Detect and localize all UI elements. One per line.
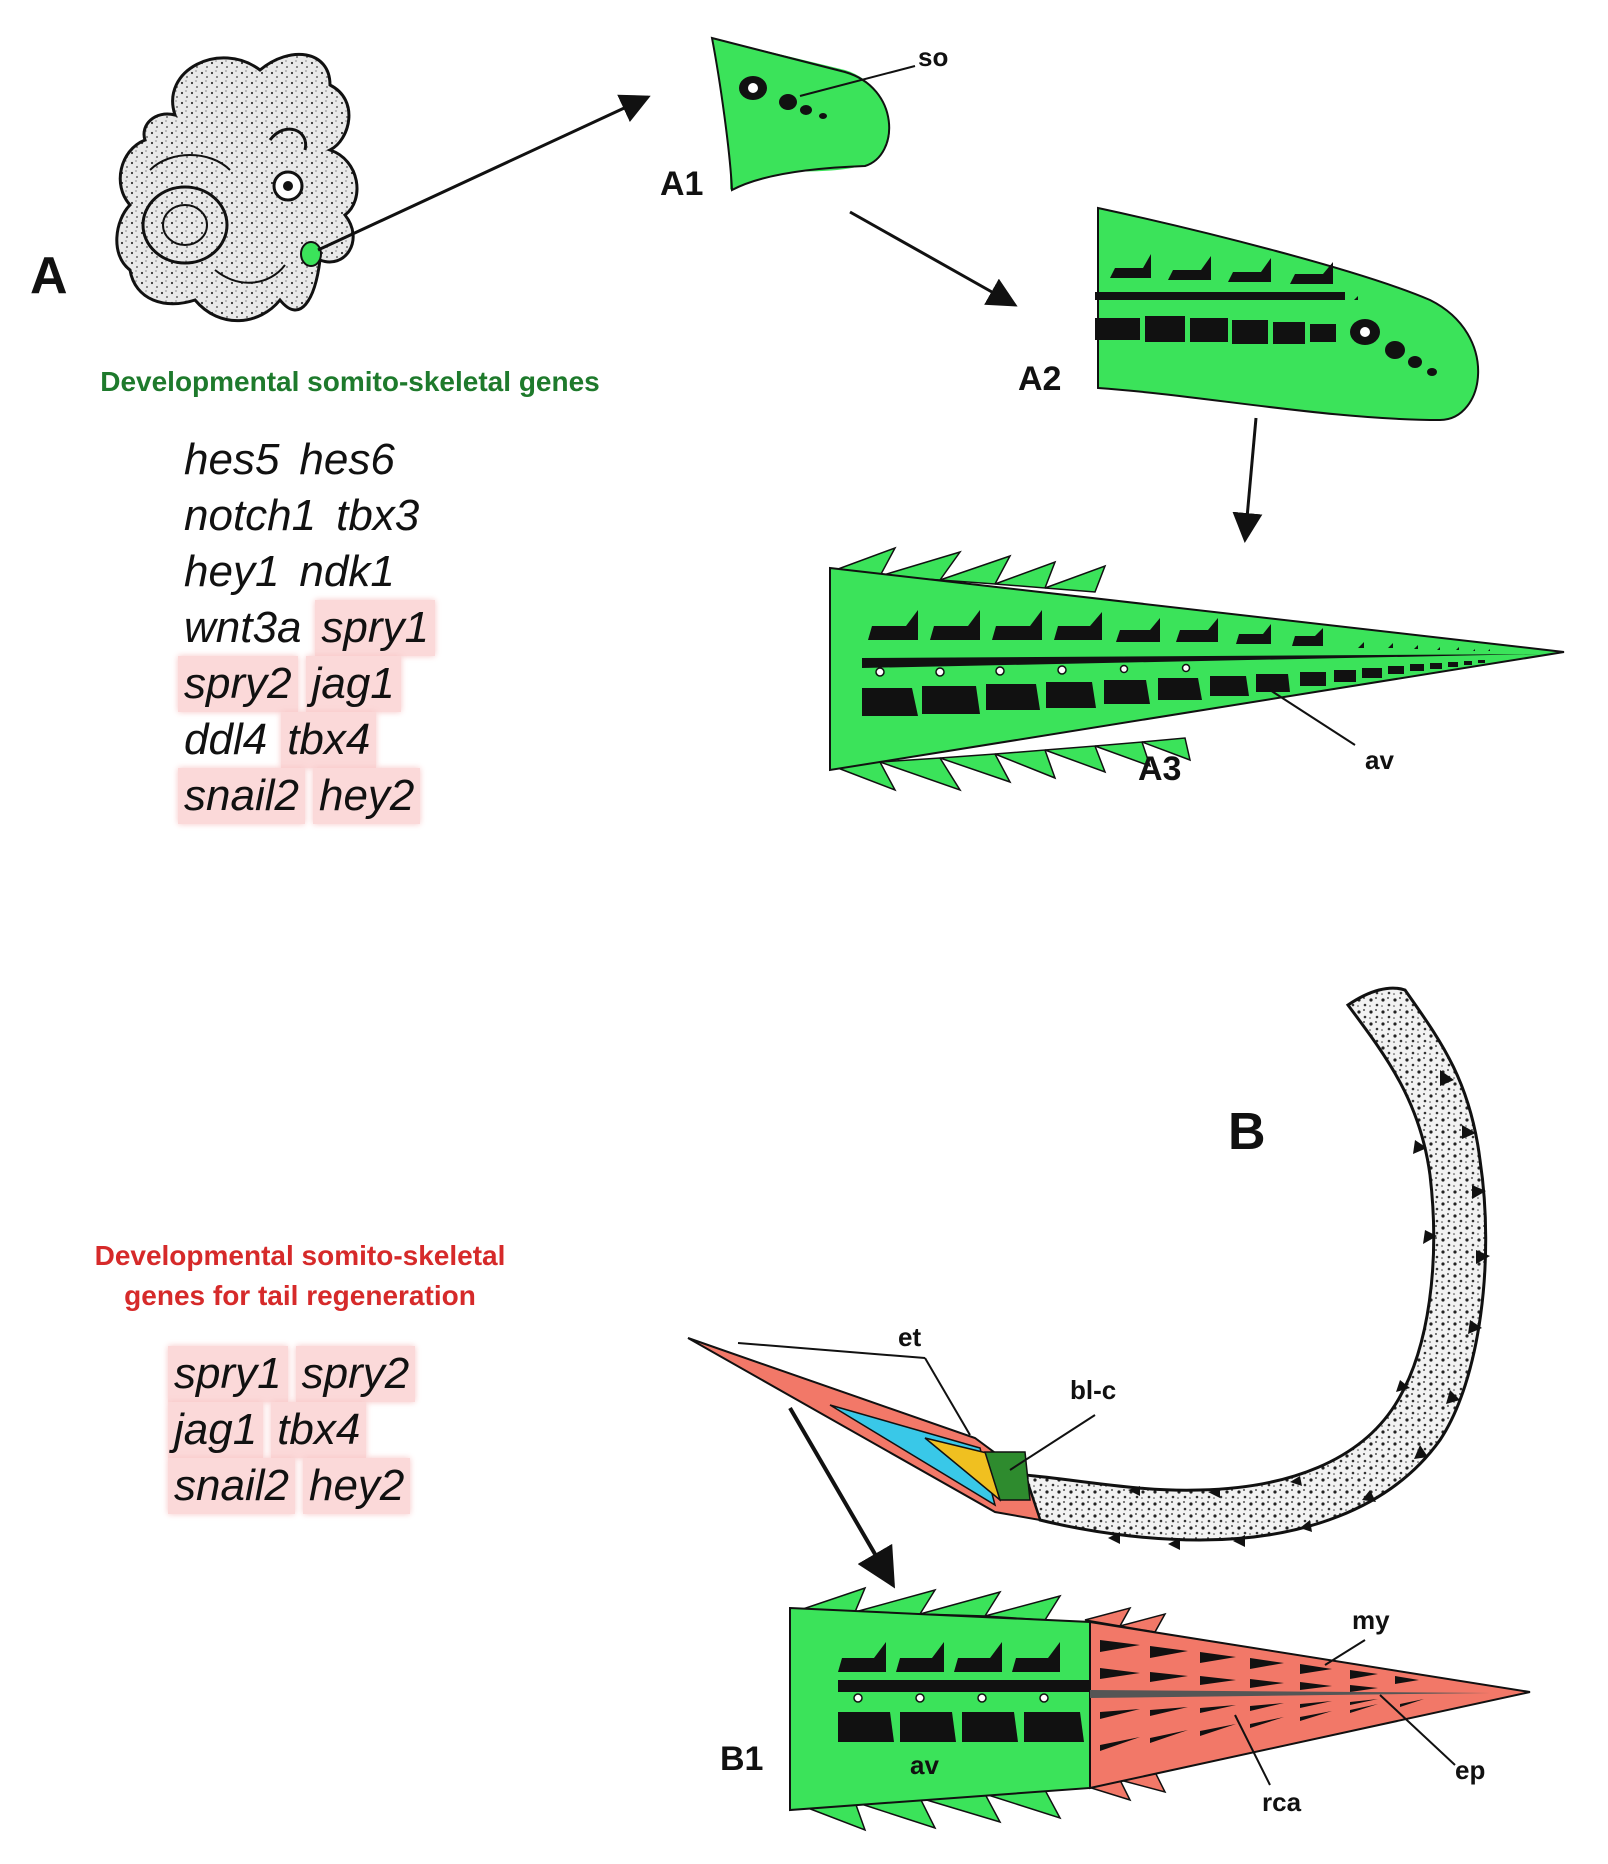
ep-leader-line bbox=[1379, 1694, 1456, 1766]
rca-leader-line bbox=[1234, 1714, 1271, 1786]
av-leader-line-a3 bbox=[1269, 689, 1356, 746]
gene-highlighted: snail2 bbox=[178, 768, 305, 824]
gene: ddl4 bbox=[184, 715, 268, 764]
b1-regenerating-tail bbox=[789, 1586, 1531, 1832]
gene-highlighted: spry1 bbox=[168, 1346, 288, 1402]
annotation-my: my bbox=[1352, 1605, 1390, 1635]
gene-row: notch1 tbx3 bbox=[178, 488, 443, 544]
gene-highlighted: tbx4 bbox=[271, 1402, 367, 1458]
gene: hes5 bbox=[184, 435, 280, 484]
gene-row: wnt3a spry1 bbox=[178, 600, 443, 656]
a2-tail bbox=[1095, 206, 1480, 422]
annotation-av-b1: av bbox=[910, 1750, 939, 1780]
panel-label-b1: B1 bbox=[720, 1740, 764, 1778]
annotation-av-a3: av bbox=[1365, 745, 1394, 775]
regeneration-heading-line-2: genes for tail regeneration bbox=[124, 1280, 476, 1311]
panel-label-b: B bbox=[1228, 1103, 1266, 1161]
gene-row: hey1 ndk1 bbox=[178, 544, 443, 600]
gene-highlighted: spry2 bbox=[178, 656, 298, 712]
annotation-et: et bbox=[898, 1322, 922, 1352]
a1-tailbud bbox=[710, 36, 916, 192]
regeneration-genes-heading: Developmental somito-skeletal genes for … bbox=[40, 1236, 560, 1316]
annotation-so: so bbox=[918, 42, 949, 72]
panel-label-a: A bbox=[30, 247, 68, 305]
gene-highlighted: spry2 bbox=[295, 1346, 416, 1402]
bl-c-leader-line bbox=[1009, 1414, 1096, 1471]
embryo-illustration bbox=[115, 53, 359, 323]
gene: tbx3 bbox=[336, 491, 420, 540]
gene: hes6 bbox=[299, 435, 395, 484]
annotation-ep: ep bbox=[1455, 1755, 1486, 1785]
gene: wnt3a bbox=[184, 603, 302, 652]
my-leader-line bbox=[1324, 1639, 1366, 1666]
annotation-rca: rca bbox=[1262, 1787, 1302, 1817]
gene: notch1 bbox=[184, 491, 317, 540]
b-tail bbox=[687, 986, 1490, 1550]
gene-highlighted: jag1 bbox=[305, 656, 401, 712]
developmental-genes-heading: Developmental somito-skeletal genes bbox=[100, 366, 600, 397]
gene: hey1 bbox=[184, 547, 280, 596]
gene-highlighted: hey2 bbox=[302, 1458, 411, 1514]
gene-row: ddl4 tbx4 bbox=[178, 712, 443, 768]
panel-label-a1: A1 bbox=[660, 165, 704, 203]
gene-highlighted: snail2 bbox=[168, 1458, 295, 1514]
so-leader-line bbox=[799, 65, 916, 97]
gene-highlighted: jag1 bbox=[168, 1402, 264, 1458]
a3-tail bbox=[829, 546, 1565, 792]
gene-highlighted: hey2 bbox=[312, 768, 421, 824]
panel-label-a3: A3 bbox=[1138, 750, 1182, 788]
gene-highlighted: tbx4 bbox=[281, 712, 377, 768]
arrow-b-to-b1 bbox=[788, 1406, 896, 1589]
gene-highlighted: spry1 bbox=[315, 600, 436, 656]
gene: ndk1 bbox=[299, 547, 395, 596]
gene-row: hes5 hes6 bbox=[178, 432, 443, 488]
arrow-embryo-to-a1 bbox=[317, 94, 651, 252]
annotation-bl-c: bl-c bbox=[1070, 1375, 1117, 1405]
arrow-a1-to-a2 bbox=[849, 210, 1018, 307]
regeneration-heading-line-1: Developmental somito-skeletal bbox=[94, 1240, 506, 1271]
arrow-a2-to-a3 bbox=[1232, 417, 1263, 543]
et-leader-line-1 bbox=[737, 1342, 926, 1359]
panel-label-a2: A2 bbox=[1018, 360, 1062, 398]
et-leader-line-2 bbox=[924, 1357, 971, 1436]
